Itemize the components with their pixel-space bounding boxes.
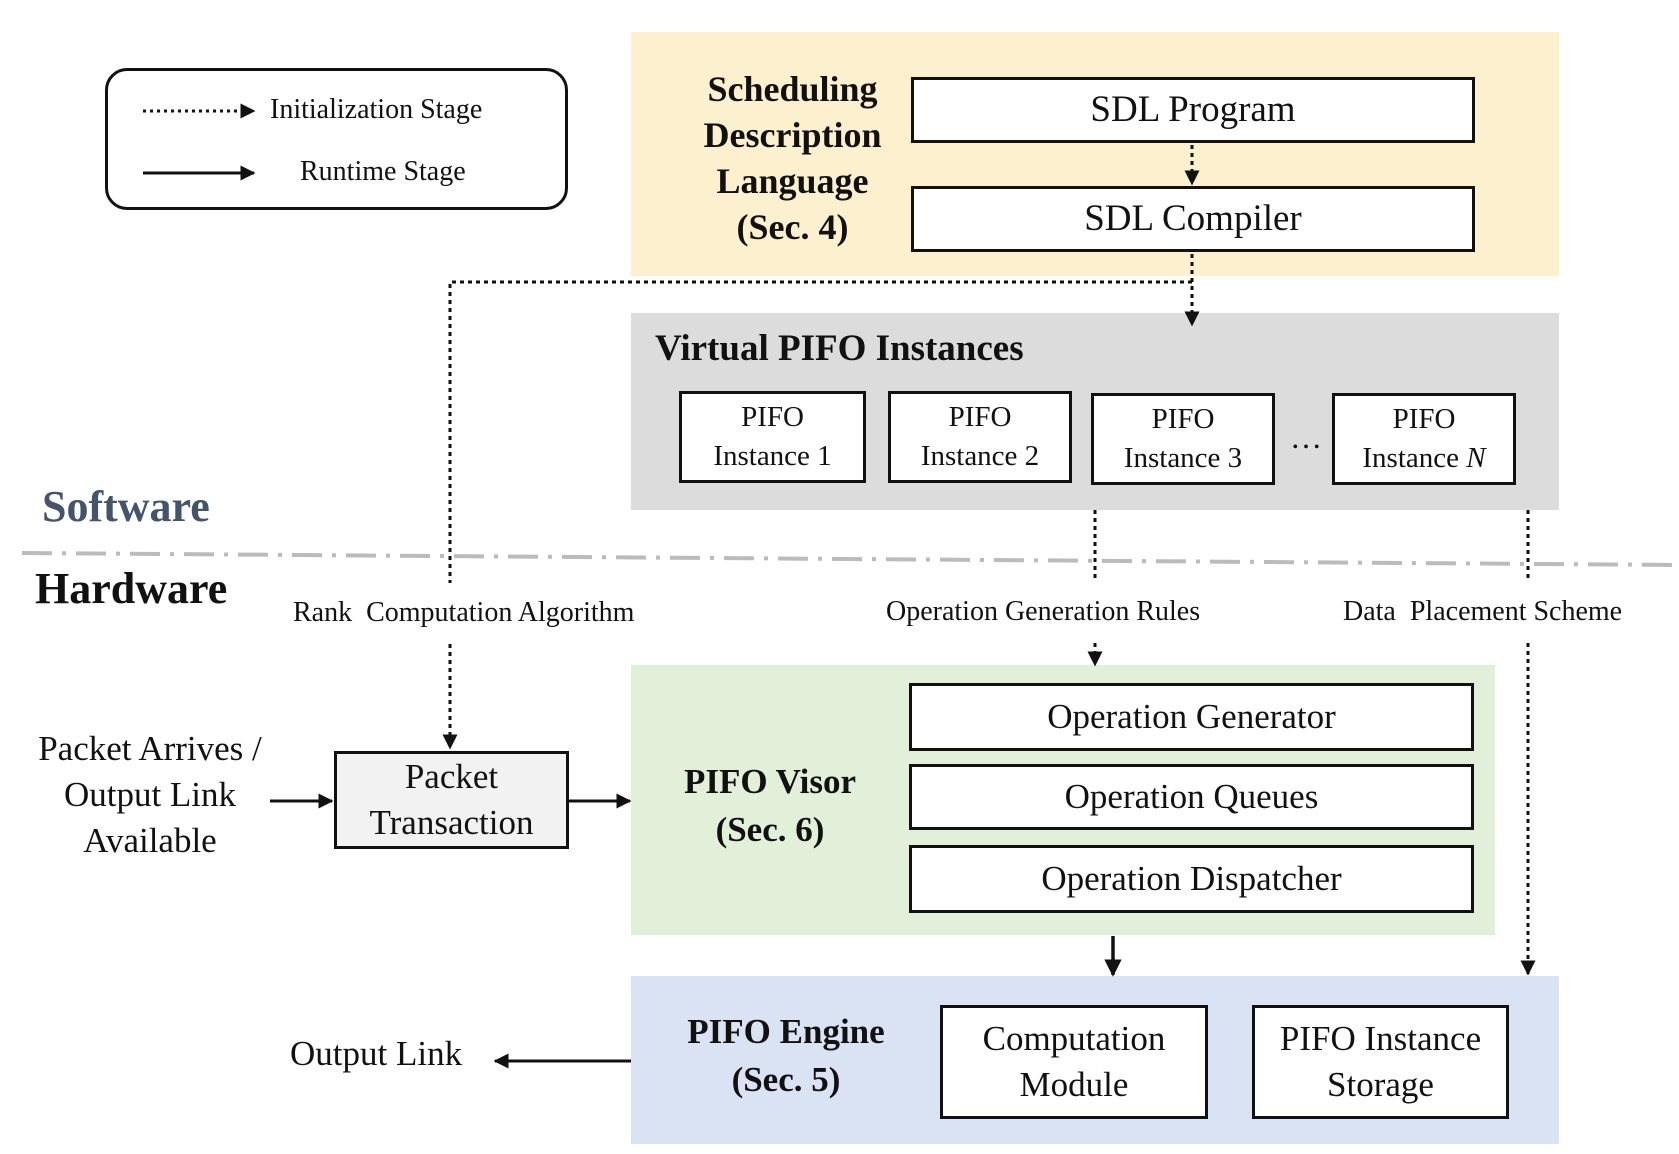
pifo-instance-line: PIFO — [1392, 402, 1456, 435]
packet-transaction-line: Transaction — [369, 803, 534, 842]
computation-module-box: Computation Module — [940, 1005, 1208, 1119]
instances-ellipsis: … — [1290, 419, 1322, 455]
packet-transaction-box: Packet Transaction — [334, 751, 569, 849]
layer-divider — [21, 551, 1679, 567]
packet-transaction-line: Packet — [404, 757, 499, 796]
pifo-instance-line: Instance 3 — [1123, 442, 1243, 474]
pifo-engine-title-line: PIFO Engine — [687, 1012, 885, 1051]
sdl-title: Scheduling Description Language (Sec. 4) — [675, 66, 910, 250]
computation-module-line: Computation — [982, 1019, 1166, 1058]
pifo-instance-line: Instance 2 — [920, 440, 1040, 472]
legend — [105, 68, 568, 210]
pifo-engine-title-line: (Sec. 5) — [731, 1060, 841, 1099]
pifo-instance-1: PIFO Instance 1 — [679, 391, 866, 483]
operation-rules-label: Operation Generation Rules — [886, 596, 1201, 627]
pifo-visor-title-line: PIFO Visor — [683, 762, 857, 801]
sdl-title-line: Scheduling — [707, 69, 878, 109]
software-layer-label: Software — [42, 482, 210, 531]
pifo-instance-2: PIFO Instance 2 — [888, 391, 1072, 483]
compiler-to-rank-line — [448, 280, 1192, 583]
pifo-instance-storage-line: PIFO Instance — [1279, 1019, 1482, 1058]
legend-runtime-label: Runtime Stage — [300, 156, 466, 187]
pifo-instance-n: PIFO Instance N — [1332, 393, 1516, 485]
data-placement-label: Data Placement Scheme — [1343, 596, 1623, 627]
operation-dispatcher-box: Operation Dispatcher — [909, 845, 1474, 913]
rank-computation-label: Rank Computation Algorithm — [293, 597, 635, 628]
pifo-instance-n-symbol: N — [1466, 442, 1486, 474]
sdl-title-line: (Sec. 4) — [736, 207, 849, 247]
hardware-layer-label: Hardware — [35, 564, 228, 613]
packet-arrives-label: Packet Arrives / Output Link Available — [20, 726, 280, 864]
pifo-instance-storage-box: PIFO Instance Storage — [1252, 1005, 1509, 1119]
computation-module-line: Module — [1019, 1065, 1129, 1104]
sdl-title-line: Description — [703, 115, 882, 155]
pifo-instance-line: Instance 1 — [713, 440, 832, 472]
pifo-instance-3: PIFO Instance 3 — [1091, 393, 1275, 485]
pifo-visor-title: PIFO Visor (Sec. 6) — [660, 758, 880, 854]
packet-arrives-line: Packet Arrives / — [38, 729, 262, 768]
packet-arrives-line: Available — [83, 821, 217, 860]
sdl-compiler-box: SDL Compiler — [911, 186, 1475, 252]
pifo-visor-title-line: (Sec. 6) — [715, 810, 825, 849]
sdl-program-box: SDL Program — [911, 77, 1475, 143]
pifo-instance-line: Instance N — [1362, 442, 1485, 475]
operation-generator-box: Operation Generator — [909, 683, 1474, 751]
virtual-pifo-title: Virtual PIFO Instances — [655, 328, 1024, 369]
packet-arrives-line: Output Link — [63, 775, 237, 814]
operation-queues-box: Operation Queues — [909, 764, 1474, 830]
pifo-engine-title: PIFO Engine (Sec. 5) — [670, 1008, 902, 1104]
pifo-instance-storage-line: Storage — [1327, 1065, 1434, 1104]
output-link-label: Output Link — [290, 1034, 463, 1073]
pifo-instance-line: PIFO — [741, 400, 804, 433]
pifo-instance-line-text: Instance — [1362, 442, 1460, 474]
pifo-instance-line: PIFO — [948, 400, 1012, 433]
sdl-title-line: Language — [716, 161, 869, 201]
legend-initialization-label: Initialization Stage — [270, 94, 483, 125]
pifo-instance-line: PIFO — [1151, 402, 1215, 435]
